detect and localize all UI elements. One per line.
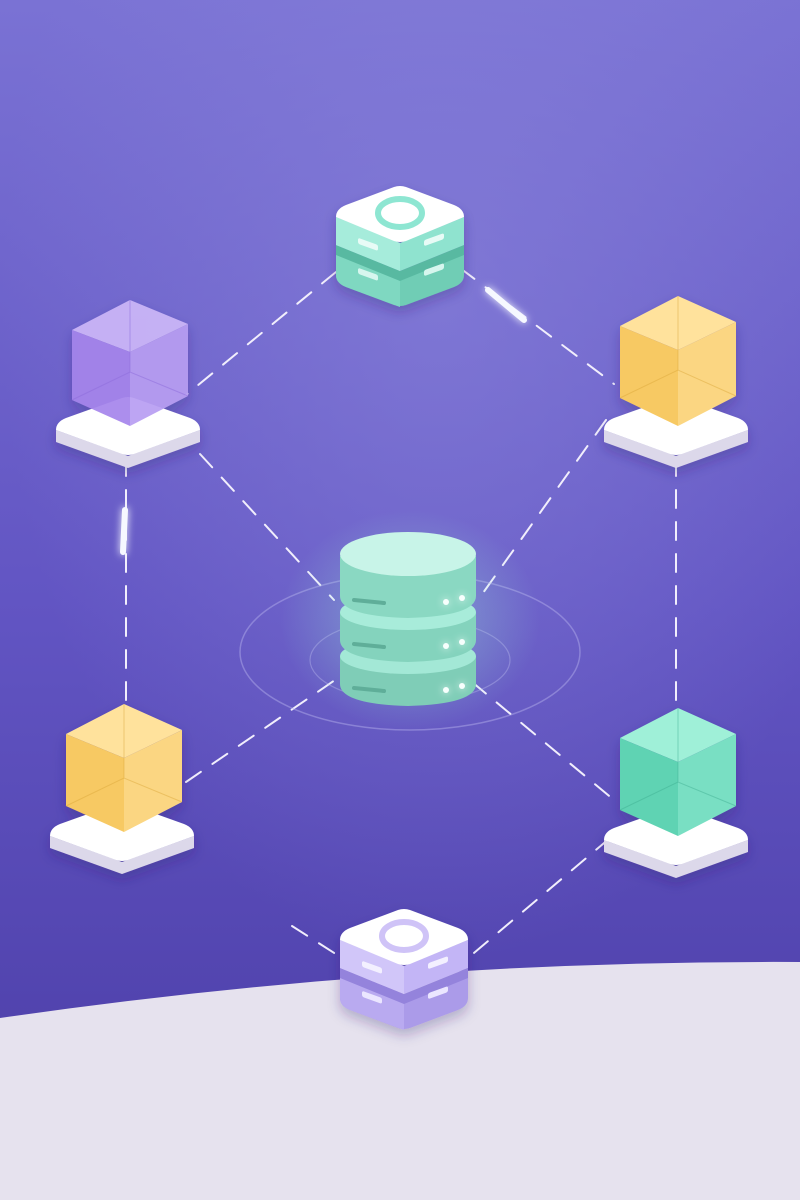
- cube-node-lower-left: [50, 704, 194, 874]
- link-lower-left-bottom-server: [291, 925, 343, 959]
- cube-node-upper-right: [604, 296, 748, 468]
- database-icon: [340, 532, 476, 706]
- cube-node-lower-right: [604, 708, 748, 878]
- cube-icon: [619, 708, 737, 836]
- link-top-server-upper-right: [459, 267, 615, 385]
- server-node-icon: [340, 909, 468, 1030]
- cube-icon: [71, 300, 189, 426]
- pulse-highlight-upper-right: [485, 287, 527, 323]
- cube-node-upper-left: [56, 300, 200, 468]
- pulse-highlight-left: [120, 507, 128, 555]
- ground-surface: [0, 961, 800, 1200]
- link-top-server-upper-left: [185, 271, 337, 396]
- server-node-top: [336, 186, 464, 307]
- database-node: [239, 510, 581, 731]
- cube-icon: [619, 296, 737, 426]
- link-upper-right-database: [477, 419, 607, 601]
- cube-icon: [65, 704, 183, 832]
- data-pulse-highlights: [120, 287, 527, 555]
- server-node-bottom: [340, 909, 468, 1030]
- server-node-icon: [336, 186, 464, 307]
